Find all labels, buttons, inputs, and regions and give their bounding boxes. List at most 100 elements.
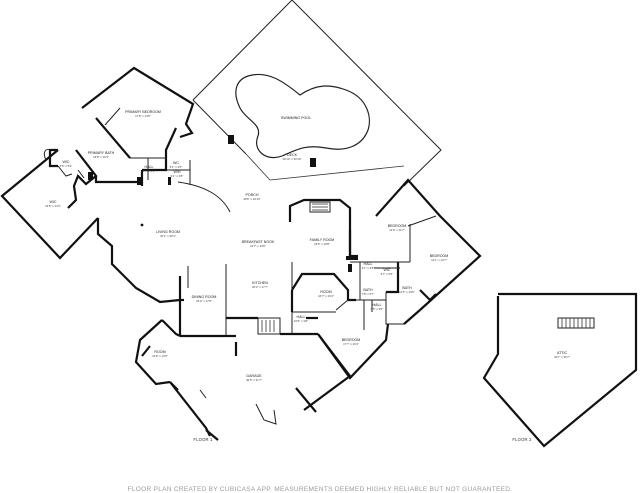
svg-text:30'1" x 30'1": 30'1" x 30'1" [160, 234, 176, 238]
svg-text:11'5" x 10'5": 11'5" x 10'5" [399, 290, 415, 294]
svg-text:19'8" x 10'3": 19'8" x 10'3" [93, 155, 109, 159]
svg-text:HALL: HALL [373, 303, 382, 307]
door-marker [168, 177, 171, 185]
svg-text:36'6" x 16'10": 36'6" x 16'10" [243, 197, 260, 201]
attic-walls [482, 292, 638, 448]
svg-text:20'4" x 17'7": 20'4" x 17'7" [252, 285, 268, 289]
svg-text:16'7" x 16'4": 16'7" x 16'4" [318, 294, 334, 298]
floor-1-label: FLOOR 1 [193, 437, 213, 442]
svg-text:WIC: WIC [50, 200, 57, 204]
garage-walls [169, 333, 352, 441]
primary-suite-walls [81, 66, 195, 185]
svg-text:WIC: WIC [63, 160, 70, 164]
svg-text:BATH: BATH [363, 288, 373, 292]
svg-text:SWIMMING POOL: SWIMMING POOL [281, 116, 311, 120]
svg-text:14'6" x 11'7": 14'6" x 11'7" [389, 228, 405, 232]
svg-text:34'7" x 36'7": 34'7" x 36'7" [554, 355, 570, 359]
svg-text:WIC: WIC [384, 268, 391, 272]
svg-text:10'5" x 3'8": 10'5" x 3'8" [294, 319, 308, 323]
door-marker [88, 172, 93, 180]
svg-text:16'4" x 17'8": 16'4" x 17'8" [196, 299, 212, 303]
pool-step [228, 135, 234, 144]
svg-text:14'1" x 13'7": 14'1" x 13'7" [431, 258, 447, 262]
svg-text:17'8" x 14'9": 17'8" x 14'9" [135, 114, 151, 118]
door-marker [346, 256, 358, 260]
svg-text:HALL: HALL [297, 315, 306, 319]
svg-text:PRIMARY BATH: PRIMARY BATH [88, 151, 115, 155]
svg-text:7'8" x 5'7": 7'8" x 5'7" [362, 292, 375, 296]
svg-text:BEDROOM: BEDROOM [342, 338, 361, 342]
svg-text:9'1" x 3'8": 9'1" x 3'8" [171, 174, 184, 178]
svg-text:PRIMARY BEDROOM: PRIMARY BEDROOM [125, 110, 161, 114]
family-room-bay [288, 198, 358, 258]
svg-text:40'5" x 31'7": 40'5" x 31'7" [246, 378, 262, 382]
svg-text:DECK: DECK [287, 153, 298, 157]
svg-text:ROOM: ROOM [320, 290, 331, 294]
svg-text:KITCHEN: KITCHEN [252, 281, 268, 285]
svg-text:PORCH: PORCH [246, 193, 259, 197]
column-dot [140, 223, 144, 227]
swimming-pool-outline [235, 73, 370, 159]
svg-text:DINING ROOM: DINING ROOM [192, 295, 217, 299]
svg-text:40'10" x 30'10": 40'10" x 30'10" [282, 157, 301, 161]
svg-text:BATH: BATH [402, 286, 412, 290]
svg-text:5'6" x 3'1": 5'6" x 3'1" [143, 169, 156, 173]
svg-text:22'5" x 19'8": 22'5" x 19'8" [314, 242, 330, 246]
credit-footer: FLOOR PLAN CREATED BY CUBICASA APP. MEAS… [127, 486, 513, 493]
svg-text:ATTIC: ATTIC [557, 351, 568, 355]
label-wh: W/H9'1" x 3'8" [171, 170, 184, 178]
svg-text:GARAGE: GARAGE [246, 374, 262, 378]
svg-text:HALL: HALL [364, 262, 373, 266]
svg-text:6'5" x 5'9": 6'5" x 5'9" [60, 164, 73, 168]
svg-text:14'7" x 13'6": 14'7" x 13'6" [250, 244, 266, 248]
svg-text:5'1" x 3'5": 5'1" x 3'5" [170, 165, 183, 169]
label-wc: WC5'1" x 3'5" [170, 161, 183, 169]
label-swimming-pool: SWIMMING POOL [281, 116, 311, 120]
door-marker [137, 177, 141, 185]
svg-text:ROOM: ROOM [154, 350, 165, 354]
svg-text:17'7" x 16'4": 17'7" x 16'4" [343, 342, 359, 346]
svg-text:BEDROOM: BEDROOM [388, 224, 407, 228]
svg-text:W/H: W/H [174, 170, 181, 174]
svg-text:LIVING ROOM: LIVING ROOM [156, 230, 180, 234]
wic-walls [0, 148, 99, 260]
svg-text:6'5" x 3'5": 6'5" x 3'5" [371, 307, 384, 311]
door-marker [348, 264, 352, 272]
floor-2-label: FLOOR 2 [512, 437, 532, 442]
svg-text:HALL: HALL [145, 165, 154, 169]
svg-text:FAMILY ROOM: FAMILY ROOM [310, 238, 335, 242]
bedroom-wing-walls [348, 178, 482, 325]
svg-text:13'8" x 13'6": 13'8" x 13'6" [152, 354, 168, 358]
deck-area [192, 0, 442, 187]
pool-step [310, 158, 316, 167]
svg-text:4'1" x 3'8": 4'1" x 3'8" [362, 266, 375, 270]
svg-text:13'5" x 13'4": 13'5" x 13'4" [45, 204, 61, 208]
svg-text:WC: WC [173, 161, 179, 165]
